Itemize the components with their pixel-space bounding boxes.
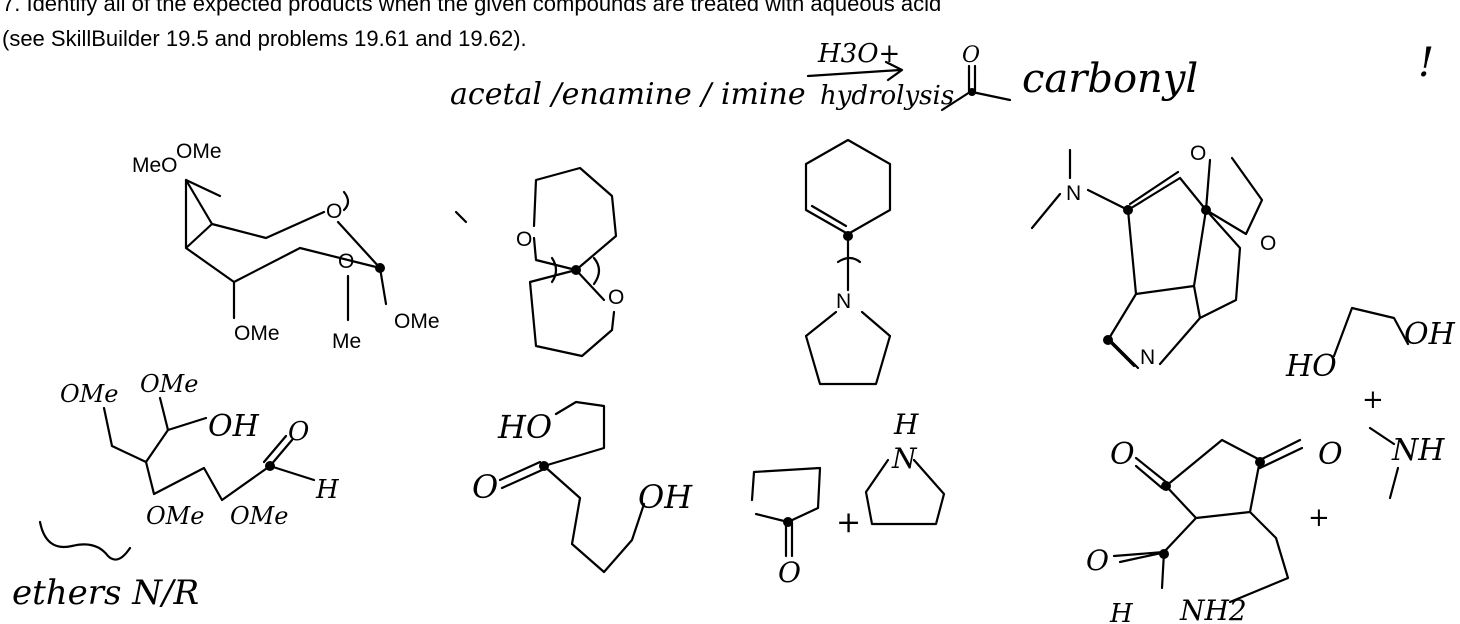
c1-o-sub: O bbox=[338, 250, 354, 273]
c2-bonds bbox=[528, 166, 618, 358]
p4-dot-1-icon bbox=[1161, 481, 1171, 491]
c1-ome-right: OMe bbox=[394, 310, 440, 333]
product-1: OMe OMe OH O H OMe OMe ethers N/R bbox=[12, 370, 340, 613]
p4-oh: OH bbox=[1404, 317, 1456, 352]
question-line-2: (see SkillBuilder 19.5 and problems 19.6… bbox=[2, 26, 527, 51]
p4-dot-2-icon bbox=[1255, 457, 1265, 467]
p4-o-ald: O bbox=[1086, 544, 1109, 577]
c2-o-top: O bbox=[516, 228, 532, 251]
p4-h: H bbox=[1109, 599, 1134, 624]
p3-bonds bbox=[750, 458, 946, 558]
reagent-h3o: H3O+ bbox=[817, 39, 900, 69]
c1-ring-o: O bbox=[326, 200, 342, 223]
p3-h: H bbox=[893, 408, 919, 441]
c2-o-bottom: O bbox=[608, 286, 624, 309]
stray-mark bbox=[454, 210, 468, 224]
p4-glycol-bonds bbox=[1332, 306, 1410, 358]
c4-o-bottom: O bbox=[1260, 232, 1276, 255]
carbonyl-word: carbonyl bbox=[1022, 56, 1198, 102]
p2-ho: HO bbox=[497, 408, 552, 446]
reaction-arrow bbox=[806, 60, 904, 82]
p4-amine-bonds bbox=[1368, 426, 1400, 500]
compound-3: N bbox=[804, 138, 892, 386]
carbonyl-o: O bbox=[962, 43, 980, 68]
p1-o: O bbox=[288, 417, 309, 447]
c1-ome-top: OMe bbox=[176, 140, 222, 163]
c2-cut-marks bbox=[550, 256, 601, 286]
carbonyl-dot-icon bbox=[968, 88, 976, 96]
p1-h: H bbox=[315, 475, 340, 505]
compound-2: O O bbox=[516, 166, 624, 358]
product-2: HO O OH bbox=[472, 400, 693, 574]
c4-n-ring: N bbox=[1140, 346, 1155, 369]
p3-n: N bbox=[891, 442, 918, 475]
compound-4: N O O N bbox=[1030, 142, 1276, 370]
p4-plus-1: + bbox=[1362, 385, 1384, 415]
product-3: O + H N bbox=[750, 408, 946, 589]
p2-oh: OH bbox=[638, 478, 693, 516]
p2-o: O bbox=[472, 468, 498, 506]
p1-bonds bbox=[102, 396, 316, 502]
p4-plus-2: + bbox=[1308, 503, 1330, 533]
product-4: HO OH + NH + O O O H NH2 bbox=[1086, 306, 1456, 624]
c3-bonds bbox=[804, 138, 892, 386]
c3-dot-icon bbox=[843, 231, 853, 241]
c4-dot-2-icon bbox=[1201, 205, 1211, 215]
p1-ome-4: OMe bbox=[230, 502, 288, 530]
p1-ome-3: OMe bbox=[146, 502, 204, 530]
question-line-1: 7. Identify all of the expected products… bbox=[2, 0, 942, 16]
p3-plus: + bbox=[836, 505, 861, 540]
c1-ome-bottom: OMe bbox=[234, 322, 280, 345]
c2-spiro-dot-icon bbox=[571, 265, 581, 275]
p1-squiggle-arrow bbox=[38, 520, 132, 561]
c4-o-top: O bbox=[1190, 142, 1206, 165]
p4-dot-3-icon bbox=[1159, 549, 1169, 559]
c1-me: Me bbox=[332, 330, 361, 353]
p4-nh: NH bbox=[1391, 433, 1445, 468]
p4-bonds bbox=[1112, 438, 1304, 604]
c1-meo: MeO bbox=[132, 154, 178, 177]
c3-cut-mark bbox=[836, 256, 862, 264]
header-acetal-enamine-imine: acetal /enamine / imine bbox=[450, 77, 806, 112]
hydrolysis-label: hydrolysis bbox=[820, 81, 954, 111]
exclaim-mark: ! bbox=[1418, 40, 1434, 86]
p1-oh: OH bbox=[208, 409, 260, 444]
c4-dot-3-icon bbox=[1103, 335, 1113, 345]
p2-dot-icon bbox=[539, 461, 549, 471]
c1-anomeric-dot-icon bbox=[375, 263, 385, 273]
p1-ome-1: OMe bbox=[60, 380, 118, 408]
c4-dot-1-icon bbox=[1123, 205, 1133, 215]
p4-o-right: O bbox=[1318, 437, 1343, 472]
ethers-nr-note: ethers N/R bbox=[12, 573, 199, 613]
p4-ho: HO bbox=[1285, 349, 1337, 384]
c3-n: N bbox=[836, 290, 851, 313]
p3-o: O bbox=[778, 556, 801, 589]
p3-dot-icon bbox=[783, 517, 793, 527]
header-notes: acetal /enamine / imine H3O+ hydrolysis … bbox=[450, 39, 1434, 112]
p1-dot-icon bbox=[265, 461, 275, 471]
c1-bonds bbox=[184, 178, 388, 322]
compound-1: MeO OMe O O OMe Me OMe bbox=[132, 140, 440, 353]
carbonyl-sketch bbox=[940, 64, 1012, 112]
p2-bonds bbox=[498, 400, 646, 574]
c1-cut-mark bbox=[342, 190, 350, 212]
p1-ome-2: OMe bbox=[140, 370, 198, 398]
p4-o-left: O bbox=[1110, 437, 1135, 472]
c4-n-amine: N bbox=[1066, 182, 1081, 205]
